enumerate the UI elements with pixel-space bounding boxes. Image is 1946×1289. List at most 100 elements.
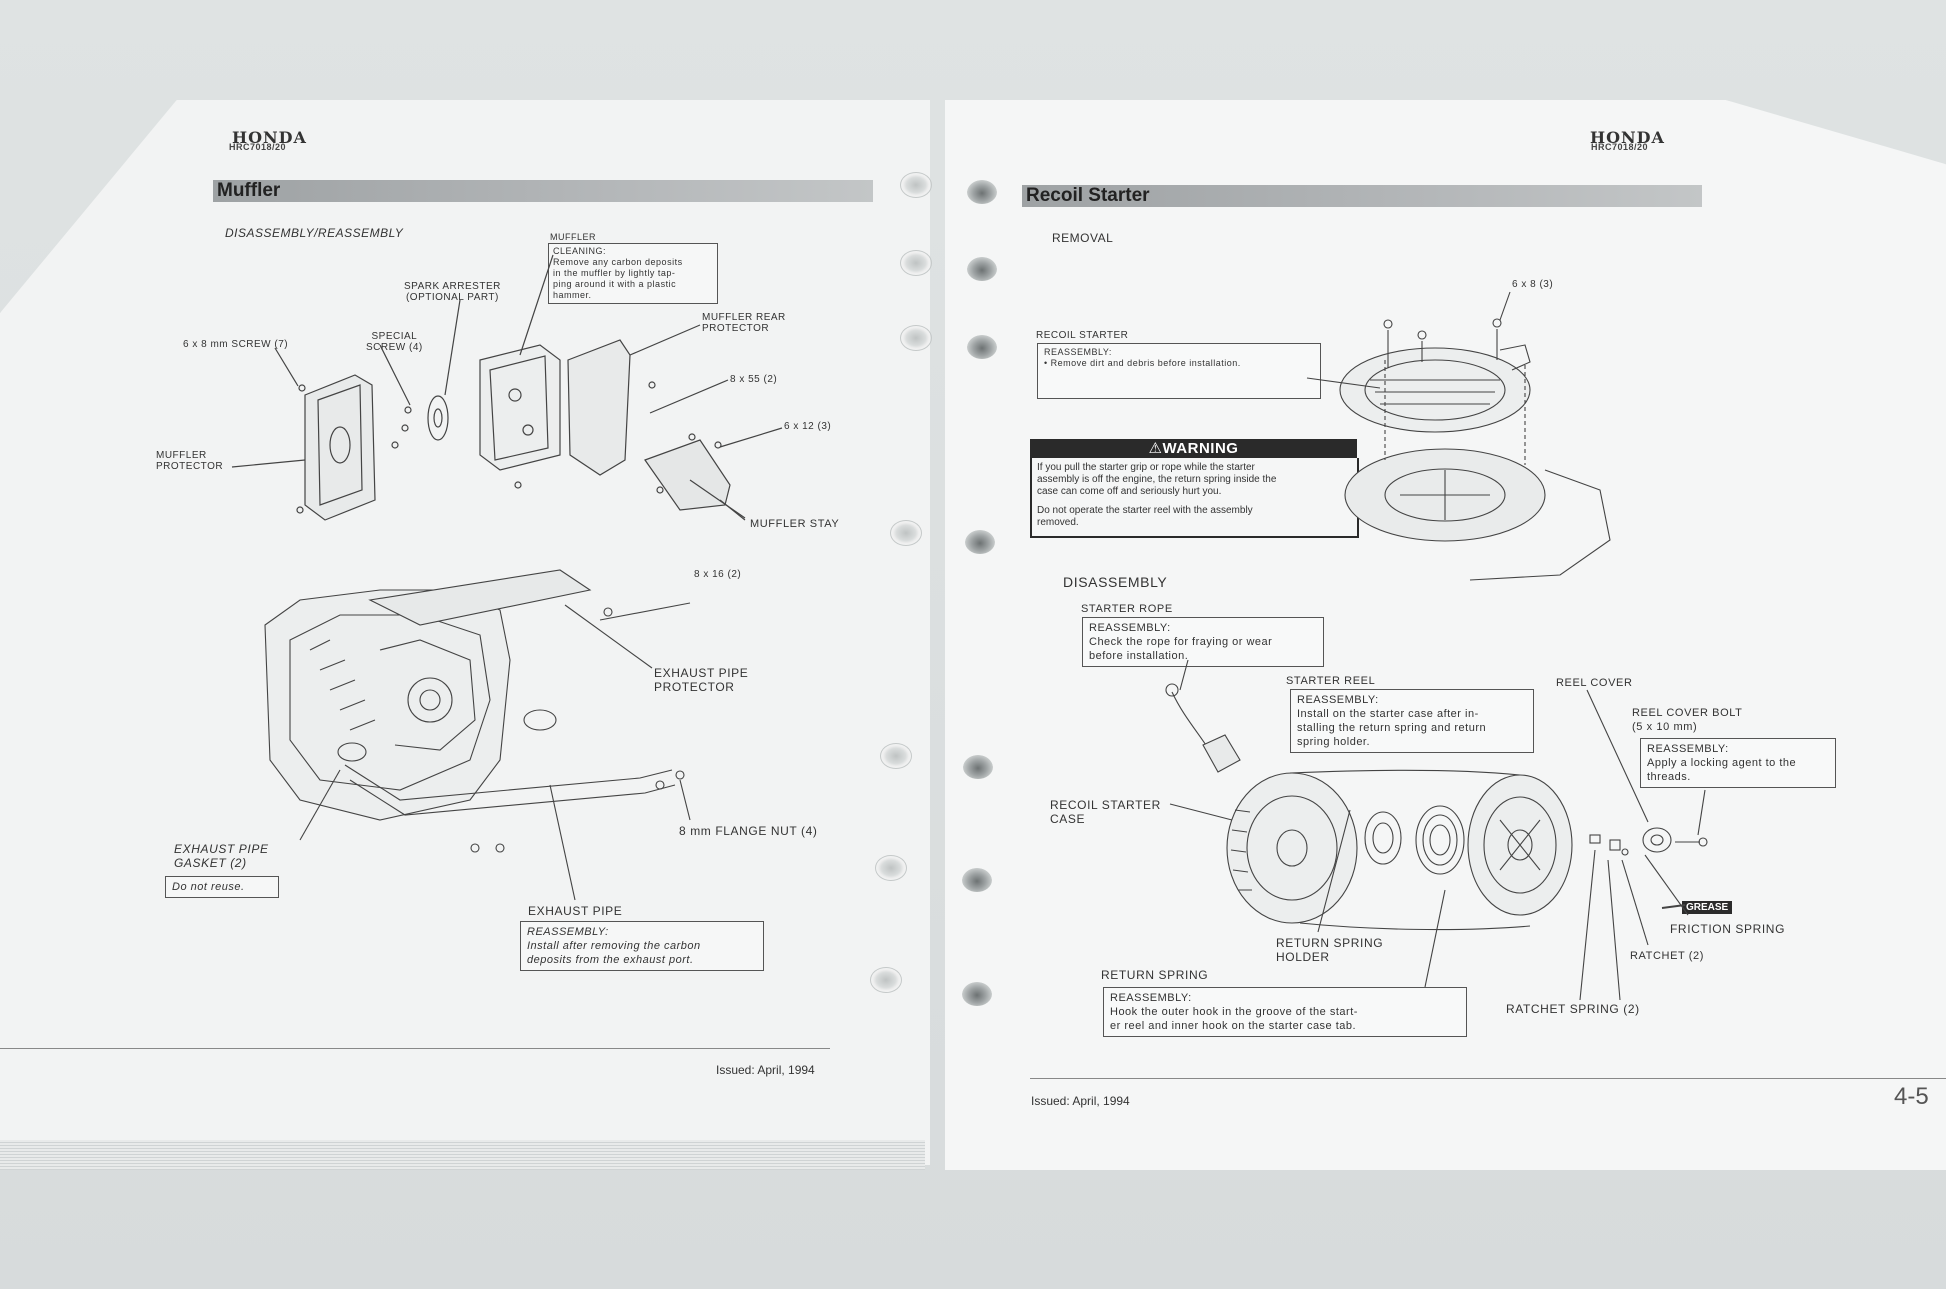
muffler-cleaning-line: ping around it with a plastic [553, 279, 677, 289]
binder-hole [880, 743, 912, 769]
label-spark-arrester-line2: (OPTIONAL PART) [405, 292, 499, 303]
binder-hole [900, 250, 932, 276]
label-6x8-bolt: 6 x 8 (3) [1512, 279, 1554, 290]
starter-rope-line: before installation. [1089, 650, 1189, 662]
subheading-removal: REMOVAL [1052, 231, 1114, 245]
footer-rule-left [0, 1048, 830, 1049]
label-reel-cover-bolt-line1: REEL COVER BOLT [1632, 707, 1743, 719]
return-spring-line: Hook the outer hook in the groove of the… [1110, 1006, 1358, 1018]
subheading-disassembly: DISASSEMBLY [1063, 574, 1168, 590]
label-muffler-rear-protector-line2: PROTECTOR [702, 323, 770, 334]
section-title-muffler: Muffler [217, 180, 281, 201]
subheading-disassembly-reassembly: DISASSEMBLY/REASSEMBLY [225, 226, 404, 240]
section-bar-recoil-starter: Recoil Starter [1022, 185, 1702, 207]
label-reel-cover-bolt-line2: (5 x 10 mm) [1632, 721, 1698, 733]
label-muffler-protector-line1: MUFFLER [156, 450, 207, 461]
label-exhaust-pipe: EXHAUST PIPE [528, 904, 623, 918]
binder-hole [967, 180, 997, 204]
label-recoil-starter: RECOIL STARTER [1036, 330, 1129, 341]
gasket-note-text: Do not reuse. [172, 881, 245, 893]
label-reel-cover: REEL COVER [1556, 677, 1633, 689]
label-starter-rope: STARTER ROPE [1081, 603, 1173, 615]
label-muffler-rear-protector: MUFFLER REAR PROTECTOR [702, 312, 786, 334]
label-spark-arrester-line1: SPARK ARRESTER [404, 281, 501, 292]
right-page [945, 100, 1946, 1170]
reel-cover-bolt-heading: REASSEMBLY: [1647, 743, 1729, 755]
label-8x55-bolt: 8 x 55 (2) [730, 374, 778, 385]
reel-cover-bolt-reassembly-note: REASSEMBLY: Apply a locking agent to the… [1640, 738, 1836, 788]
label-ratchet: RATCHET (2) [1630, 950, 1705, 962]
muffler-cleaning-note: CLEANING: Remove any carbon deposits in … [548, 243, 718, 304]
grease-tag: GREASE [1682, 901, 1733, 914]
warning-line: If you pull the starter grip or rope whi… [1037, 462, 1255, 473]
page-number: 4-5 [1894, 1083, 1929, 1110]
footer-rule-right [1030, 1078, 1946, 1079]
label-muffler-stay: MUFFLER STAY [750, 518, 840, 530]
label-exhaust-pipe-protector-line1: EXHAUST PIPE [654, 666, 749, 680]
label-6x12-bolt: 6 x 12 (3) [784, 421, 832, 432]
exhaust-reassembly-heading: REASSEMBLY: [527, 926, 609, 938]
label-muffler-rear-protector-line1: MUFFLER REAR [702, 312, 786, 323]
warning-line: case can come off and seriously hurt you… [1037, 486, 1222, 497]
label-recoil-starter-case: RECOIL STARTER CASE [1050, 798, 1161, 826]
honda-logo-right: HONDA [1590, 128, 1665, 147]
label-spark-arrester: SPARK ARRESTER (OPTIONAL PART) [404, 281, 501, 303]
binder-hole [962, 868, 992, 892]
label-8x16-bolt: 8 x 16 (2) [694, 569, 742, 580]
exhaust-reassembly-line: deposits from the exhaust port. [527, 954, 694, 966]
return-spring-heading: REASSEMBLY: [1110, 992, 1192, 1004]
label-special-screw: SPECIAL SCREW (4) [366, 331, 423, 353]
label-starter-reel: STARTER REEL [1286, 675, 1376, 687]
binder-hole [967, 257, 997, 281]
reel-cover-bolt-line: threads. [1647, 771, 1691, 783]
page-stack-edge [0, 1140, 925, 1170]
binder-hole [890, 520, 922, 546]
section-title-recoil-starter: Recoil Starter [1026, 185, 1150, 206]
starter-reel-line: stalling the return spring and return [1297, 722, 1487, 734]
muffler-cleaning-line: hammer. [553, 290, 592, 300]
starter-reel-line: Install on the starter case after in- [1297, 708, 1479, 720]
model-number-left: HRC7018/20 [229, 142, 287, 152]
binder-hole [900, 172, 932, 198]
muffler-cleaning-heading: CLEANING: [553, 246, 607, 256]
label-recoil-starter-case-line1: RECOIL STARTER [1050, 798, 1161, 812]
footer-issued-right: Issued: April, 1994 [1031, 1094, 1130, 1108]
starter-reel-heading: REASSEMBLY: [1297, 694, 1379, 706]
binder-hole [962, 982, 992, 1006]
label-gasket-line1: EXHAUST PIPE [174, 842, 269, 856]
recoil-reassembly-line: • Remove dirt and debris before installa… [1044, 358, 1241, 368]
warning-line: assembly is off the engine, the return s… [1037, 474, 1277, 485]
model-number-right: HRC7018/20 [1591, 142, 1649, 152]
label-gasket-line2: GASKET (2) [174, 856, 247, 870]
exhaust-pipe-reassembly-note: REASSEMBLY: Install after removing the c… [520, 921, 764, 971]
starter-rope-heading: REASSEMBLY: [1089, 622, 1171, 634]
binder-hole [870, 967, 902, 993]
label-return-spring-holder-line2: HOLDER [1276, 950, 1330, 964]
warning-line: removed. [1037, 517, 1079, 528]
binder-hole [965, 530, 995, 554]
label-flange-nut: 8 mm FLANGE NUT (4) [679, 824, 818, 838]
section-bar-muffler: Muffler [213, 180, 873, 202]
starter-rope-reassembly-note: REASSEMBLY: Check the rope for fraying o… [1082, 617, 1324, 667]
return-spring-reassembly-note: REASSEMBLY: Hook the outer hook in the g… [1103, 987, 1467, 1037]
recoil-reassembly-heading: REASSEMBLY: [1044, 347, 1112, 357]
label-return-spring-holder-line1: RETURN SPRING [1276, 936, 1384, 950]
label-special-screw-line1: SPECIAL [371, 331, 418, 342]
label-exhaust-pipe-protector: EXHAUST PIPE PROTECTOR [654, 666, 748, 694]
muffler-cleaning-line: Remove any carbon deposits [553, 257, 683, 267]
label-return-spring: RETURN SPRING [1101, 968, 1209, 982]
label-exhaust-pipe-gasket: EXHAUST PIPE GASKET (2) [174, 842, 269, 870]
binder-hole [963, 755, 993, 779]
label-muffler-protector: MUFFLER PROTECTOR [156, 450, 223, 472]
label-recoil-starter-case-line2: CASE [1050, 812, 1086, 826]
label-muffler: MUFFLER [550, 232, 596, 242]
starter-rope-line: Check the rope for fraying or wear [1089, 636, 1273, 648]
honda-logo-left: HONDA [232, 128, 307, 147]
gasket-note: Do not reuse. [165, 876, 279, 898]
label-exhaust-pipe-protector-line2: PROTECTOR [654, 680, 735, 694]
exhaust-reassembly-line: Install after removing the carbon [527, 940, 701, 952]
recoil-starter-reassembly-note: REASSEMBLY: • Remove dirt and debris bef… [1037, 343, 1321, 399]
label-muffler-protector-line2: PROTECTOR [156, 461, 224, 472]
